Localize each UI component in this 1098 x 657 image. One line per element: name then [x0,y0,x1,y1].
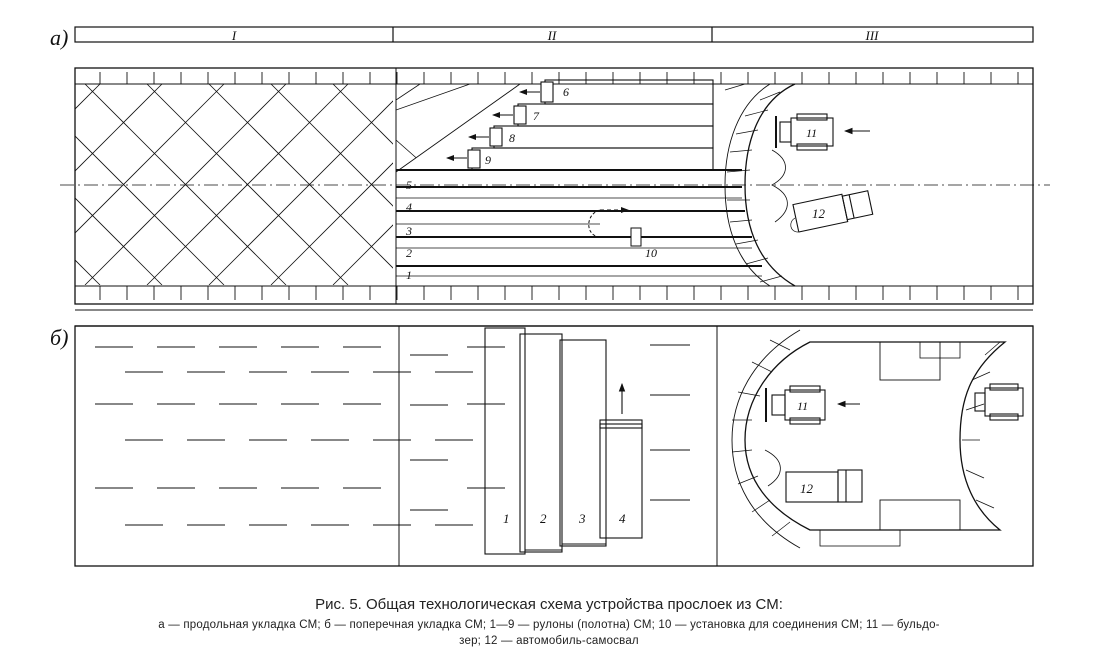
zone-label-3: III [865,28,880,43]
roll-label-9: 9 [485,153,491,167]
zone-label-2: II [547,28,557,43]
figure-legend-line-1: а — продольная укладка СМ; б — поперечна… [158,619,940,631]
strip-label-5: 5 [406,178,412,192]
strip-label-2: 2 [406,246,412,260]
panel-a [60,67,1050,305]
panel-b-label: б) [50,325,68,350]
zone-strip [74,26,1034,43]
figure-legend-line-2: зер; 12 — автомобиль-самосвал [459,635,639,647]
truck-label-b: 12 [800,481,814,496]
panel-b [74,309,1034,567]
strip-label-b-3: 3 [578,511,586,526]
strip-label-b-1: 1 [503,511,510,526]
joining-unit-label: 10 [645,246,657,260]
strip-label-b-4: 4 [619,511,626,526]
bulldozer-label-a: 11 [806,126,817,140]
zone-label-1: I [231,28,237,43]
strip-label-3: 3 [405,224,412,238]
roll-label-7: 7 [533,109,540,123]
strip-label-4: 4 [406,200,412,214]
roll-label-6: 6 [563,85,569,99]
strip-label-b-2: 2 [540,511,547,526]
strip-label-1: 1 [406,268,412,282]
figure-caption-title: Рис. 5. Общая технологическая схема устр… [315,596,783,613]
roll-label-8: 8 [509,131,515,145]
panel-a-label: а) [50,25,68,50]
truck-label-a: 12 [812,206,826,221]
bulldozer-label-b: 11 [797,399,808,413]
